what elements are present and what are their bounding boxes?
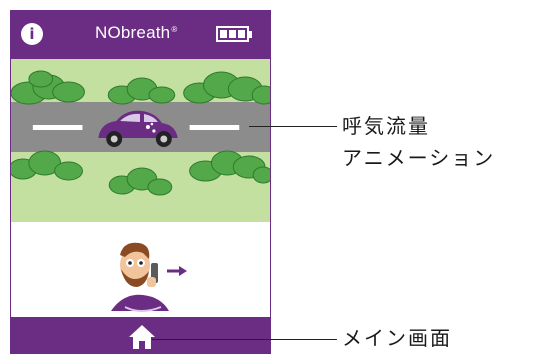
brand-logo: NObreath® bbox=[95, 23, 177, 43]
bushes-top bbox=[11, 70, 270, 105]
lane-marking-right bbox=[189, 125, 240, 130]
device-screen: i NObreath® bbox=[10, 10, 271, 354]
callout-animation-line1: 呼気流量 bbox=[342, 114, 430, 138]
breath-flow-animation bbox=[11, 59, 270, 222]
car-icon bbox=[98, 110, 178, 147]
callout-animation-line2: アニメーション bbox=[342, 146, 496, 170]
info-icon[interactable]: i bbox=[21, 23, 43, 45]
callout-label-animation: 呼気流量 アニメーション bbox=[342, 110, 495, 174]
bushes-bottom bbox=[11, 150, 270, 196]
brand-name: NObreath bbox=[95, 23, 171, 42]
callout-line-home bbox=[152, 339, 337, 340]
home-icon[interactable] bbox=[128, 324, 156, 350]
lane-marking-left bbox=[32, 125, 83, 130]
bottom-bar bbox=[11, 317, 270, 353]
callout-label-home: メイン画面 bbox=[342, 326, 452, 350]
battery-icon bbox=[216, 26, 249, 42]
registered-mark: ® bbox=[171, 25, 178, 34]
patient-blowing-illustration bbox=[111, 242, 187, 312]
battery-tip bbox=[249, 31, 252, 38]
callout-line-animation bbox=[249, 126, 337, 127]
top-bar: i NObreath® bbox=[11, 11, 270, 59]
